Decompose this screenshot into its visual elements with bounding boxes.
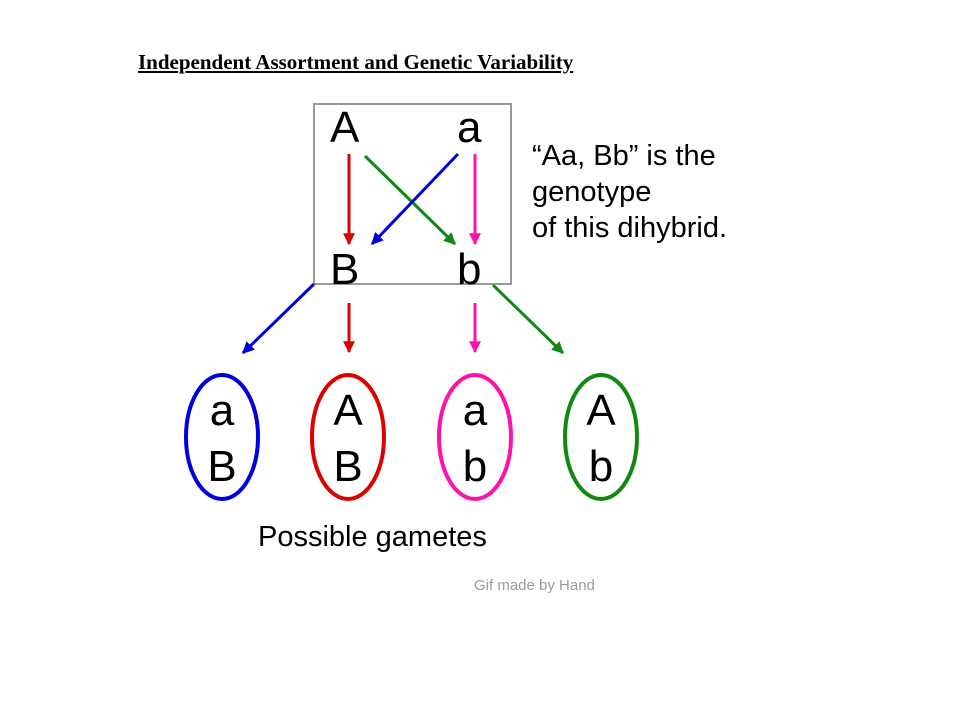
gamete-outline bbox=[563, 373, 639, 501]
gamete-outline bbox=[437, 373, 513, 501]
genotype-caption-line-1: “Aa, Bb” is the bbox=[532, 140, 716, 172]
genotype-caption-line-3: of this dihybrid. bbox=[532, 212, 727, 244]
gamete-aB: a B bbox=[184, 373, 260, 501]
possible-gametes-label: Possible gametes bbox=[258, 521, 487, 553]
gamete-Ab: A b bbox=[563, 373, 639, 501]
gif-credit: Gif made by Hand bbox=[474, 577, 595, 594]
gamete-top-allele: a bbox=[210, 386, 235, 435]
gamete-bottom-allele: b bbox=[463, 442, 487, 491]
allele-b-bottom: b bbox=[457, 245, 481, 294]
gamete-top-allele: A bbox=[333, 386, 363, 435]
gamete-outline bbox=[310, 373, 386, 501]
gamete-bottom-allele: B bbox=[207, 442, 236, 491]
blue-outer-arrow bbox=[241, 282, 316, 355]
genotype-caption-line-2: genotype bbox=[532, 176, 651, 208]
green-outer-arrow bbox=[491, 283, 565, 355]
gamete-top-allele: A bbox=[586, 386, 616, 435]
green-inner-arrow bbox=[363, 154, 457, 246]
allele-B-bottom: B bbox=[330, 245, 359, 294]
allele-A-top: A bbox=[330, 103, 360, 152]
gamete-bottom-allele: b bbox=[589, 442, 613, 491]
page-title: Independent Assortment and Genetic Varia… bbox=[138, 50, 574, 74]
gamete-AB: A B bbox=[310, 373, 386, 501]
allele-a-top: a bbox=[457, 103, 482, 152]
gamete-bottom-allele: B bbox=[333, 442, 362, 491]
gamete-top-allele: a bbox=[463, 386, 488, 435]
blue-inner-arrow bbox=[370, 152, 460, 246]
gamete-outline bbox=[184, 373, 260, 501]
gamete-ab: a b bbox=[437, 373, 513, 501]
genotype-box bbox=[313, 103, 512, 285]
